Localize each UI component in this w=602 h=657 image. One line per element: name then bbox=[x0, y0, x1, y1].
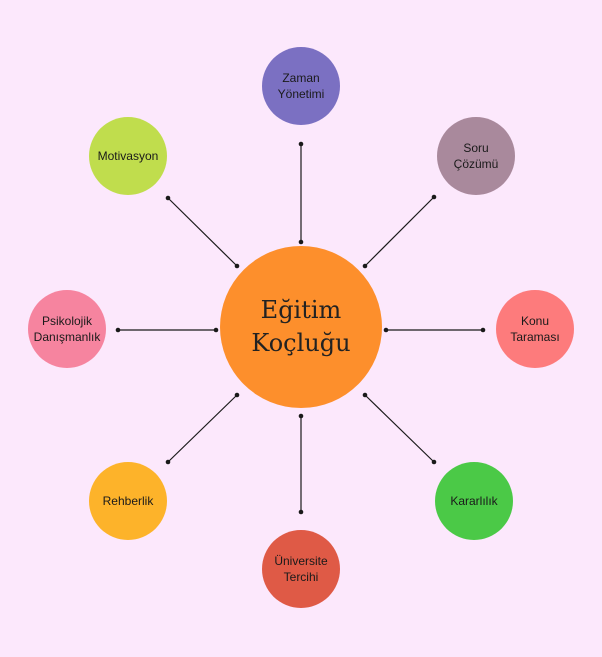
connector-dot bbox=[298, 239, 304, 245]
node-universite-tercihi: Üniversite Tercihi bbox=[262, 530, 340, 608]
connector-line bbox=[364, 196, 435, 267]
connector-dot bbox=[480, 327, 486, 333]
connector-dot bbox=[298, 141, 304, 147]
node-label: Psikolojik Danışmanlık bbox=[33, 314, 101, 344]
connector-dot bbox=[165, 459, 171, 465]
node-soru-cozumu: Soru Çözümü bbox=[437, 117, 515, 195]
node-label: Üniversite Tercihi bbox=[274, 554, 328, 584]
connector-dot bbox=[234, 263, 240, 269]
center-node-label: Eğitim Koçluğu bbox=[251, 296, 351, 357]
node-psikolojik-danismanlik: Psikolojik Danışmanlık bbox=[28, 290, 106, 368]
connector-line bbox=[167, 394, 238, 463]
connector-dot bbox=[165, 195, 171, 201]
node-label: Motivasyon bbox=[97, 149, 159, 163]
node-label: Kararlılık bbox=[450, 494, 498, 508]
node-zaman-yonetimi: Zaman Yönetimi bbox=[262, 47, 340, 125]
node-rehberlik: Rehberlik bbox=[89, 462, 167, 540]
connector-dot bbox=[431, 459, 437, 465]
node-label: Soru Çözümü bbox=[453, 141, 499, 171]
connector-dot bbox=[298, 509, 304, 515]
connector-dot bbox=[213, 327, 219, 333]
connector-dot bbox=[234, 392, 240, 398]
connector-dot bbox=[383, 327, 389, 333]
center-node: Eğitim Koçluğu bbox=[220, 246, 382, 408]
node-label: Rehberlik bbox=[102, 494, 154, 508]
node-motivasyon: Motivasyon bbox=[89, 117, 167, 195]
connector-dot bbox=[362, 263, 368, 269]
node-kararlilik: Kararlılık bbox=[435, 462, 513, 540]
connector-dot bbox=[431, 194, 437, 200]
connector-line bbox=[364, 394, 435, 463]
node-label: Zaman Yönetimi bbox=[277, 71, 325, 101]
connector-dot bbox=[115, 327, 121, 333]
connector-dot bbox=[362, 392, 368, 398]
connector-line bbox=[167, 197, 238, 267]
node-label: Konu Taraması bbox=[510, 314, 560, 344]
node-konu-taramasi: Konu Taraması bbox=[496, 290, 574, 368]
connector-dot bbox=[298, 413, 304, 419]
